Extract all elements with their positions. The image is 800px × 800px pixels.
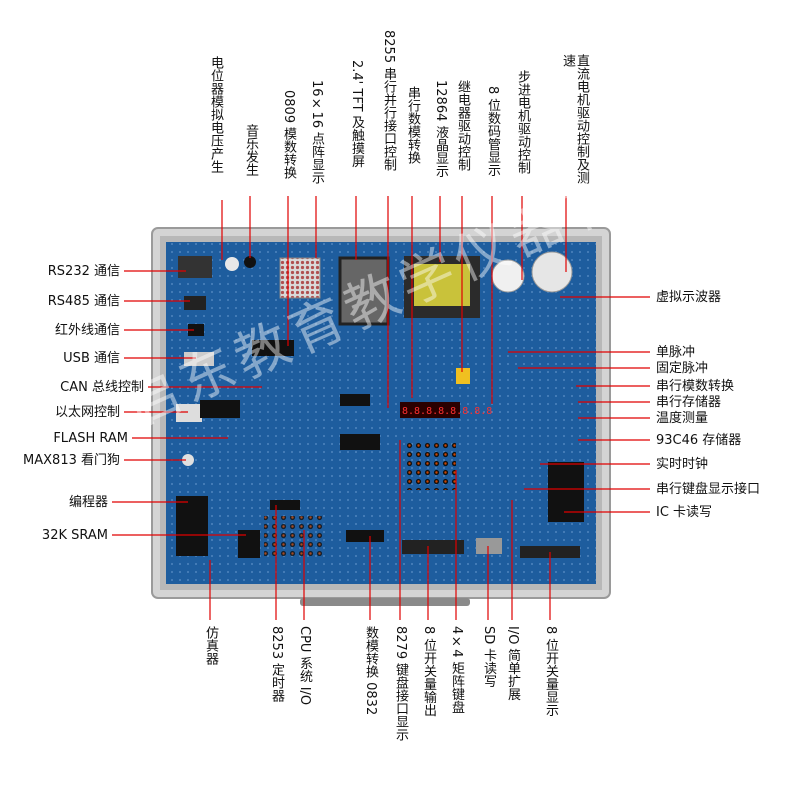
label-serial-storage: 串行存储器 (656, 395, 722, 410)
dot-matrix (279, 257, 321, 299)
label-switch-output: 8 位开关量输出 (421, 626, 436, 717)
label-switch-display: 8 位开关量显示 (543, 626, 558, 717)
label-sram: 32K SRAM (41, 528, 108, 543)
label-usb: USB 通信 (63, 351, 120, 366)
label-can: CAN 总线控制 (60, 380, 144, 395)
dc-motor (531, 251, 573, 293)
label-potentiometer: 电位器模拟电压产生 (208, 56, 223, 173)
keyboard-chip (340, 434, 380, 450)
label-serial-dac: 串行数模转换 (405, 86, 420, 164)
label-single-pulse: 单脉冲 (656, 345, 696, 360)
seven-segment-display (400, 402, 460, 418)
ethernet-jack (176, 404, 202, 422)
cpu-io-grid (264, 516, 324, 556)
matrix-keypad (404, 440, 456, 490)
label-rtc: 实时时钟 (656, 457, 709, 472)
label-rs232: RS232 通信 (47, 264, 120, 279)
label-cpu-io: CPU 系统 I/O (297, 626, 312, 706)
label-rs485: RS485 通信 (47, 294, 120, 309)
label-8279: 8279 键盘接口显示 (393, 626, 408, 742)
label-adc0809: 0809 模数转换 (281, 90, 296, 180)
ic-card-socket (548, 462, 584, 522)
label-flash: FLASH RAM (53, 431, 128, 446)
label-93c46: 93C46 存储器 (656, 433, 742, 448)
label-relay: 继电器驱动控制 (455, 80, 470, 171)
rs485-module (184, 296, 206, 310)
label-dc-motor: 直流电机驱动控制及测速 (560, 54, 589, 184)
label-serial-adc: 串行模数转换 (656, 379, 735, 394)
potentiometer (225, 257, 239, 271)
leader-lines (112, 196, 650, 620)
sram-chip (238, 530, 260, 558)
label-io-expand: I/O 简单扩展 (505, 626, 520, 701)
label-sd-card: SD 卡读写 (481, 626, 496, 688)
rs232-connector (178, 256, 212, 278)
label-serial-keyboard: 串行键盘显示接口 (656, 482, 761, 497)
timer-8253 (270, 500, 300, 510)
label-ic-card: IC 卡读写 (656, 505, 713, 520)
sd-card-slot (476, 538, 502, 554)
label-infrared: 红外线通信 (54, 323, 120, 338)
relay (456, 368, 470, 384)
seven-segment-digits: 8.8.8.8.8.8.8.8 (402, 406, 492, 417)
label-music: 音乐发生 (243, 124, 258, 176)
label-dot-matrix: 16×16 点阵显示 (309, 80, 324, 185)
label-stepper: 步进电机驱动控制 (515, 70, 530, 174)
label-dac0832: 数模转换 0832 (363, 626, 378, 716)
serial-dac-chip (340, 394, 370, 406)
label-8253: 8253 定时器 (269, 626, 284, 703)
lcd12864-glass (414, 264, 470, 306)
case-handle (300, 598, 470, 606)
usb-module (184, 352, 214, 366)
label-segment-display: 8 位数码管显示 (485, 86, 500, 177)
label-watchdog: MAX813 看门狗 (23, 453, 120, 468)
label-tft: 2.4' TFT 及触摸屏 (349, 60, 364, 168)
watchdog-button (182, 454, 194, 466)
label-keypad: 4×4 矩阵键盘 (449, 626, 464, 714)
ir-module (188, 324, 204, 336)
label-ethernet: 以太网控制 (54, 405, 120, 420)
programmer-socket (176, 496, 208, 556)
label-fixed-pulse: 固定脉冲 (656, 361, 709, 376)
adc0809-chip (252, 340, 294, 356)
label-oscilloscope: 虚拟示波器 (656, 290, 722, 305)
label-lcd12864: 12864 液晶显示 (433, 80, 448, 178)
label-temperature: 温度测量 (656, 411, 709, 426)
flash-chip (200, 400, 240, 418)
dac0832-chip (346, 530, 384, 542)
label-8255: 8255 串行并行接口控制 (381, 30, 396, 172)
switch-output-row (402, 540, 464, 554)
label-emulator: 仿真器 (203, 626, 218, 665)
buzzer (244, 256, 256, 268)
label-programmer: 编程器 (68, 495, 108, 510)
